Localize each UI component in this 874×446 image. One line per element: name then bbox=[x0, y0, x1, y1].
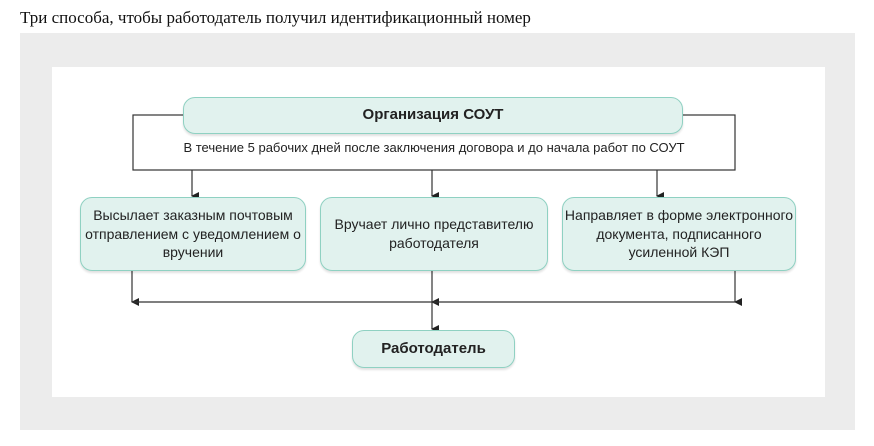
page-title: Три способа, чтобы работодатель получил … bbox=[20, 8, 531, 27]
method-electronic-box: Направляет в форме электронного документ… bbox=[562, 197, 796, 271]
employer-box: Работодатель bbox=[352, 330, 515, 368]
method-in-person-box: Вручает лично представителю работодателя bbox=[320, 197, 548, 271]
method-mail-box: Высылает заказным почтовым отправлением … bbox=[80, 197, 306, 271]
deadline-note: В течение 5 рабочих дней после заключени… bbox=[183, 140, 685, 155]
organization-sout-box: Организация СОУТ bbox=[183, 97, 683, 134]
